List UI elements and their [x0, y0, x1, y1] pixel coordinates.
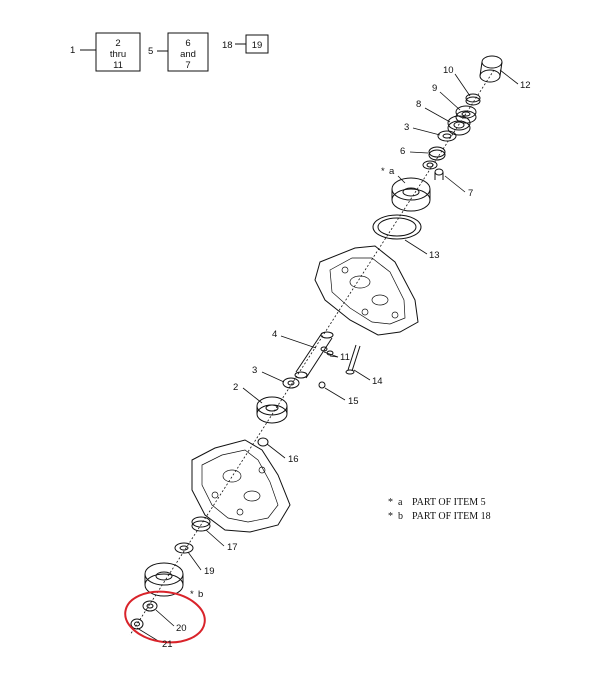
- callout-17: 17: [227, 542, 238, 553]
- callout-4: 4: [272, 329, 277, 340]
- legend-box-5-line3: 7: [185, 60, 190, 71]
- legend-box-5-line1: 6: [185, 38, 190, 49]
- part-6-spacer: [428, 146, 446, 161]
- part-3-washer-lower: [282, 377, 300, 389]
- callout-3-upper: 3: [404, 122, 409, 133]
- part-7-pin: [434, 168, 444, 180]
- callout-13: 13: [429, 250, 440, 261]
- callout-asterisk-a: *: [381, 166, 385, 177]
- upper-housing-plate: [314, 245, 419, 336]
- part-14-bolt: [345, 344, 361, 375]
- part-12-cap: [479, 55, 503, 83]
- note-mark-a: a: [398, 497, 403, 508]
- callout-16: 16: [288, 454, 299, 465]
- part-11-keys: [320, 346, 334, 356]
- note-mark-b: b: [398, 511, 403, 522]
- legend-box-5: [157, 32, 209, 72]
- part-8-bearing: [447, 115, 471, 136]
- callout-21: 21: [162, 639, 173, 650]
- lower-housing-plate: [191, 439, 291, 533]
- highlight-circle: [124, 590, 206, 644]
- note-asterisk-b: *: [388, 511, 393, 522]
- part-4-shaft: [294, 331, 334, 379]
- part-13-gasket: [372, 214, 422, 240]
- callout-asterisk-b: *: [190, 589, 194, 600]
- part-small-ring: [422, 160, 438, 170]
- note-text-b: PART OF ITEM 18: [412, 511, 491, 522]
- leader-lines: [136, 69, 519, 643]
- legend-ref-18: 18: [222, 40, 233, 51]
- part-20-seal: [142, 600, 158, 612]
- legend-box-1-line1: 2: [115, 38, 120, 49]
- callout-2: 2: [233, 382, 238, 393]
- callout-3-lower: 3: [252, 365, 257, 376]
- legend-box-1-line3: 11: [113, 60, 123, 71]
- callout-20: 20: [176, 623, 187, 634]
- part-3-washer-upper: [437, 130, 457, 142]
- callout-a: a: [389, 166, 395, 177]
- callout-9: 9: [432, 83, 437, 94]
- callout-14: 14: [372, 376, 383, 387]
- legend-box-18-line1: 19: [252, 40, 263, 51]
- part-9-gear: [455, 105, 477, 124]
- callout-11: 11: [340, 352, 350, 363]
- legend-box-18: [235, 34, 269, 54]
- legend-box-5-line2: and: [180, 49, 196, 60]
- part-5-hub: [391, 177, 431, 212]
- callout-10: 10: [443, 65, 454, 76]
- part-17-bearing: [191, 516, 211, 532]
- part-18-hub: [144, 562, 184, 597]
- part-10-collar: [465, 93, 481, 106]
- part-15-ball: [318, 381, 326, 389]
- callout-6: 6: [400, 146, 405, 157]
- legend-box-1: [80, 32, 141, 72]
- part-19-washer: [174, 542, 194, 554]
- note-asterisk-a: *: [388, 497, 393, 508]
- callout-7: 7: [468, 188, 473, 199]
- callout-19: 19: [204, 566, 215, 577]
- callout-b: b: [198, 589, 203, 600]
- part-21-nut: [130, 618, 144, 630]
- callout-12: 12: [520, 80, 531, 91]
- callout-15: 15: [348, 396, 359, 407]
- callout-8: 8: [416, 99, 421, 110]
- part-2-gear: [256, 396, 288, 424]
- legend-ref-5: 5: [148, 46, 153, 57]
- note-text-a: PART OF ITEM 5: [412, 497, 486, 508]
- part-16-nut: [257, 437, 269, 447]
- legend-box-1-line2: thru: [110, 49, 126, 60]
- legend-ref-1: 1: [70, 45, 75, 56]
